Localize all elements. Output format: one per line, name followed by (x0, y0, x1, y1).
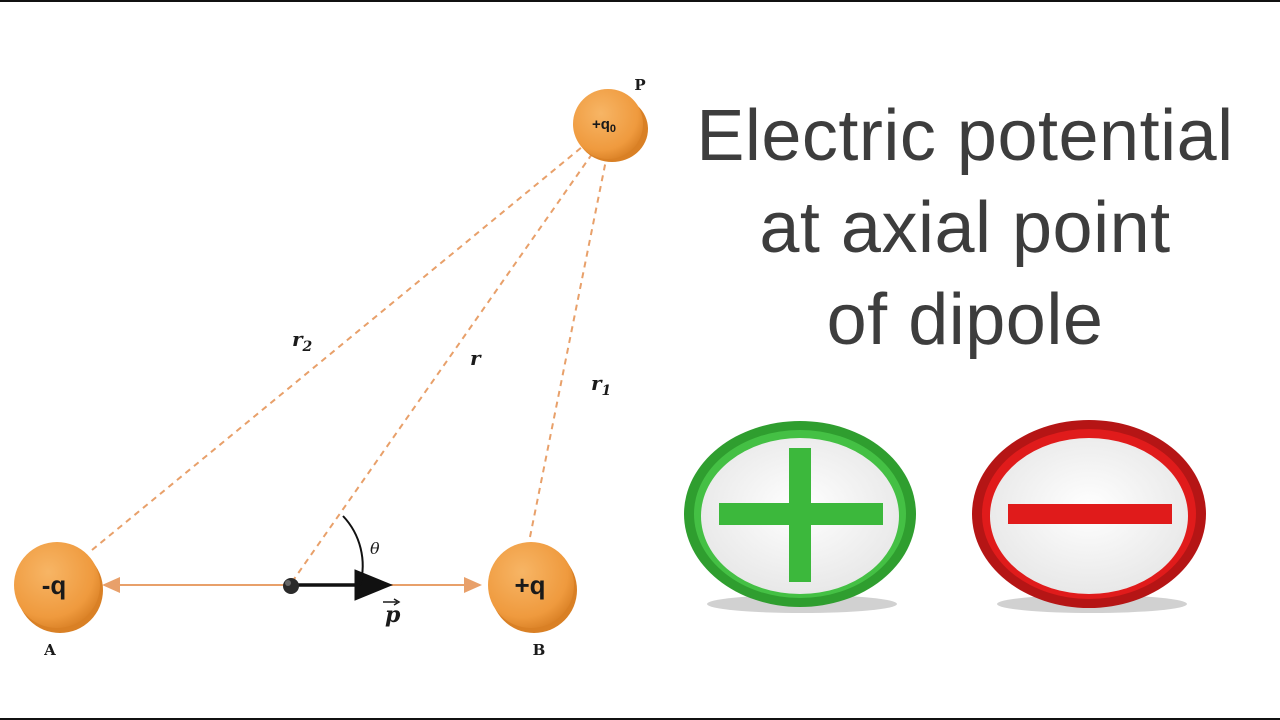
test-charge-label: +q0 (592, 116, 616, 135)
r1-line (529, 159, 607, 538)
title-line-3: of dipole (826, 280, 1104, 360)
r1-label: r1 (591, 371, 611, 399)
point-b-label: B (533, 641, 546, 659)
title-line-2: at axial point (759, 188, 1171, 268)
theta-arc (342, 515, 364, 586)
dipole-center (283, 578, 299, 594)
point-p-label: P (634, 76, 645, 94)
r2-label: r2 (292, 327, 313, 355)
dipole-moment-vector-head (393, 598, 401, 606)
test-charge (573, 89, 643, 159)
dipole-center-highlight (285, 580, 291, 586)
plus-sign-icon (684, 421, 916, 613)
dipole-moment-label: p (385, 602, 401, 628)
r-line (291, 153, 593, 583)
charge-b-label: +q (514, 570, 545, 600)
theta-label: θ (370, 539, 380, 558)
charge-b (488, 542, 574, 628)
r2-line (91, 146, 583, 551)
slide-title: Electric potential at axial point of dip… (665, 90, 1265, 366)
title-line-1: Electric potential (696, 96, 1234, 176)
minus-sign-icon (972, 420, 1206, 613)
charge-a-label: -q (42, 570, 67, 600)
charge-a (14, 542, 100, 628)
r-label: r (470, 346, 482, 370)
point-a-label: A (43, 641, 56, 659)
